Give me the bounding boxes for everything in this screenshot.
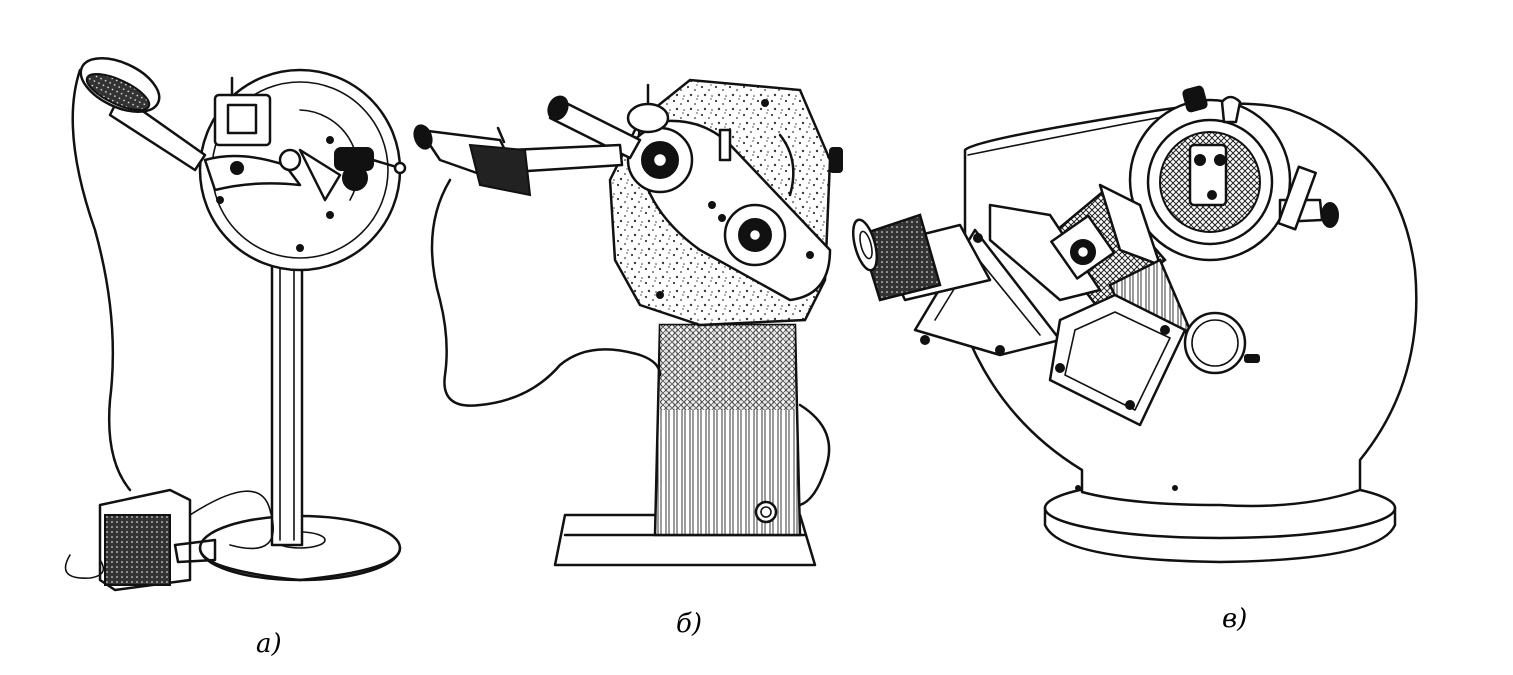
caption-a: а) — [256, 629, 282, 659]
panel-c-illustration — [851, 85, 1418, 564]
caption-c: в) — [1222, 604, 1247, 634]
caption-b: б) — [676, 609, 702, 639]
panel-a-illustration — [64, 57, 407, 592]
panel-b-illustration — [413, 78, 843, 567]
